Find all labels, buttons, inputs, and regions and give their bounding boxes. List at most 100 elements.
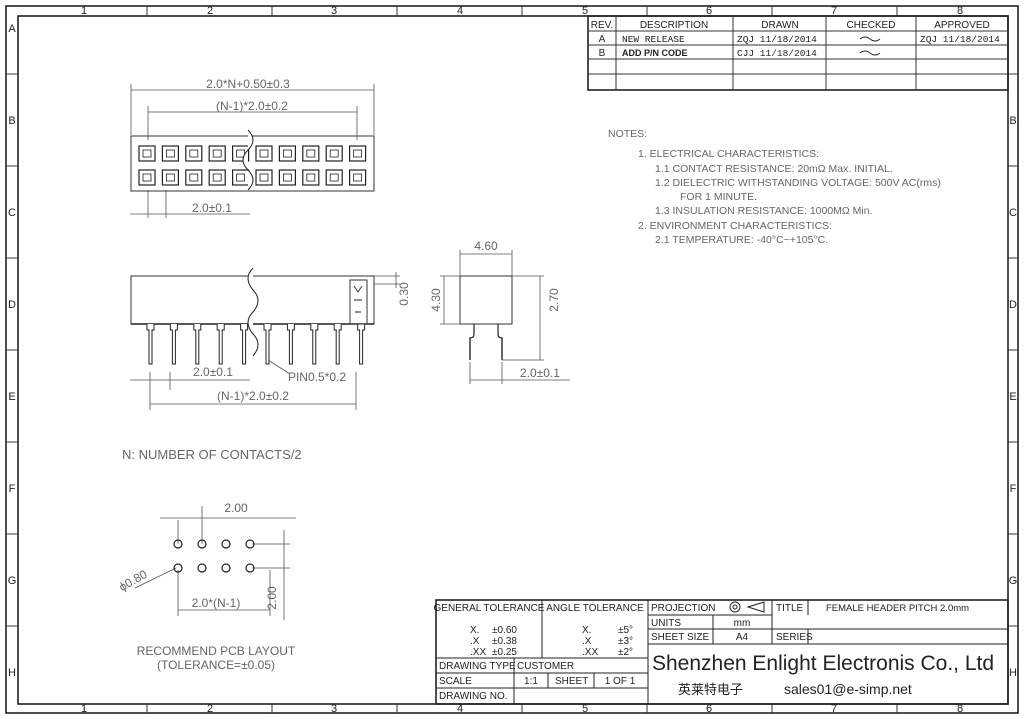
solder-pin — [169, 324, 178, 365]
row-label: H — [1009, 667, 1017, 679]
row-label: C — [1009, 207, 1017, 219]
checked-signature — [859, 36, 881, 42]
row-labels-left: A B C D E F G H — [8, 23, 17, 679]
checked-signature — [859, 50, 881, 56]
col-label: 5 — [582, 5, 588, 17]
tol-key: .XX — [470, 647, 486, 658]
contact-section — [349, 279, 368, 325]
column-labels-bottom: 1 2 3 4 5 6 7 8 — [81, 703, 963, 715]
contact-square — [325, 169, 343, 186]
col-label: 4 — [457, 703, 463, 715]
contacts-note: N: NUMBER OF CONTACTS/2 — [122, 447, 302, 462]
pcb-hole — [197, 563, 207, 573]
company-name-cn: 英莱特电子 — [678, 682, 743, 697]
break-line — [247, 267, 259, 357]
row-label: F — [1010, 483, 1017, 495]
drawn-cell: CJJ 11/18/2014 — [737, 48, 817, 59]
dim-side-height: 4.30 — [429, 288, 443, 312]
pcb-hole — [245, 563, 255, 573]
outer-frame — [5, 5, 1019, 714]
solder-pin — [310, 324, 319, 365]
col-label: 8 — [957, 703, 963, 715]
contact-square — [161, 169, 179, 186]
contact-square — [278, 169, 296, 186]
pin-size-label: PIN0.5*0.2 — [288, 370, 346, 384]
contact-square — [185, 169, 203, 186]
col-label: 6 — [706, 5, 712, 17]
contact-square — [255, 145, 273, 162]
side-housing — [459, 275, 513, 325]
dim-hole-diameter: ϕ0.80 — [116, 567, 149, 594]
sheet-size-label: SHEET SIZE — [651, 632, 709, 643]
contact-opening — [306, 149, 316, 158]
sheet-label: SHEET — [555, 676, 588, 687]
solder-pin — [333, 324, 342, 365]
tol-key: .X — [470, 636, 480, 647]
dim-pcb-span: 2.0*(N-1) — [192, 596, 241, 610]
ang-value: ±3° — [618, 636, 633, 647]
sheet-size-value: A4 — [736, 632, 749, 643]
row-label: B — [1009, 115, 1016, 127]
contact-opening — [189, 173, 199, 182]
note-line: 1.3 INSULATION RESISTANCE: 1000MΩ Min. — [655, 205, 873, 217]
revision-table-border — [587, 15, 1009, 91]
series-label: SERIES — [776, 632, 813, 643]
contact-square — [208, 169, 226, 186]
col-label: 5 — [582, 703, 588, 715]
solder-pin — [286, 324, 295, 365]
description-cell: ADD P/N CODE — [622, 48, 688, 58]
dim-pcb-pitch: 2.00 — [224, 501, 248, 515]
contact-square — [208, 145, 226, 162]
contact-opening — [259, 149, 269, 158]
dim-pitch: 2.0±0.1 — [192, 201, 232, 215]
drawing-type-label: DRAWING TYPE — [439, 661, 516, 672]
contact-square — [138, 169, 156, 186]
break-line — [242, 129, 254, 191]
side-view: 4.60 4.30 2.70 2.0±0.1 — [429, 239, 570, 384]
ang-key: .XX — [582, 647, 598, 658]
note-line: 2.1 TEMPERATURE: -40°C~+105°C. — [655, 234, 828, 246]
contact-square — [325, 145, 343, 162]
note-line: 1. ELECTRICAL CHARACTERISTICS: — [638, 148, 819, 160]
contact-opening — [165, 149, 175, 158]
pcb-hole — [221, 539, 231, 549]
solder-pin — [240, 324, 249, 365]
col-label: 8 — [957, 5, 963, 17]
pcb-hole — [245, 539, 255, 549]
col-label: 7 — [831, 5, 837, 17]
row-label: G — [1009, 575, 1018, 587]
contact-opening — [282, 149, 292, 158]
units-value: mm — [734, 618, 751, 629]
row-label: F — [9, 483, 16, 495]
row-label: D — [8, 299, 16, 311]
contact-opening — [212, 173, 222, 182]
ang-key: .X — [582, 636, 592, 647]
scale-label: SCALE — [439, 676, 472, 687]
pcb-hole — [173, 539, 183, 549]
notes-title: NOTES: — [608, 128, 647, 140]
pcb-caption: RECOMMEND PCB LAYOUT — [137, 644, 296, 658]
pcb-hole-grid — [173, 539, 255, 573]
dim-pin-span: (N-1)*2.0±0.2 — [216, 99, 288, 113]
description-cell: NEW RELEASE — [622, 34, 685, 45]
general-tolerance-label: GENERAL TOLERANCE — [434, 603, 545, 614]
contact-opening — [259, 173, 269, 182]
pcb-layout: 2.00 ϕ0.80 2.0*(N-1) 2.00 RECOMMEND PCB … — [116, 501, 296, 672]
contact-grid — [138, 145, 367, 186]
contact-opening — [329, 149, 339, 158]
contact-opening — [282, 173, 292, 182]
ang-key: X. — [582, 625, 591, 636]
tol-key: X. — [470, 625, 479, 636]
row-label: D — [1009, 299, 1017, 311]
contact-square — [278, 145, 296, 162]
title-block-border — [435, 599, 1009, 705]
dim-stand-off: 0.30 — [397, 282, 411, 306]
tol-value: ±0.60 — [492, 625, 517, 636]
pcb-hole — [197, 539, 207, 549]
col-label: 4 — [457, 5, 463, 17]
contact-square — [185, 145, 203, 162]
contact-opening — [142, 149, 152, 158]
row-label: H — [8, 667, 16, 679]
contact-opening — [142, 173, 152, 182]
